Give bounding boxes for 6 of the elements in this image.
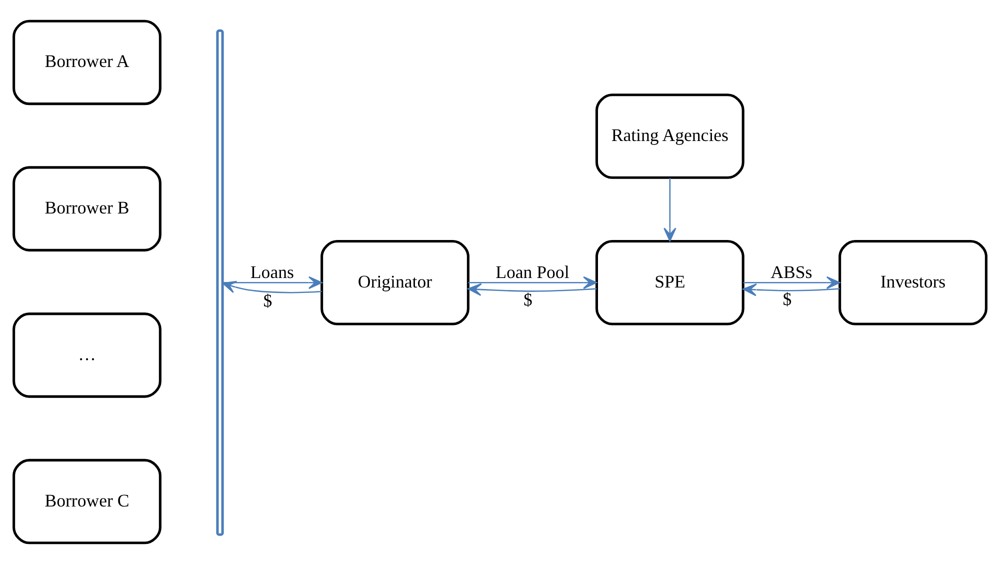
edge-label: $ [782,288,792,308]
edge-label: Loan Pool [496,261,570,282]
edge-label: $ [263,290,272,310]
edge-label: $ [524,288,532,309]
edge-label: Loans [250,261,294,282]
edge-label: ABSs [770,261,812,282]
